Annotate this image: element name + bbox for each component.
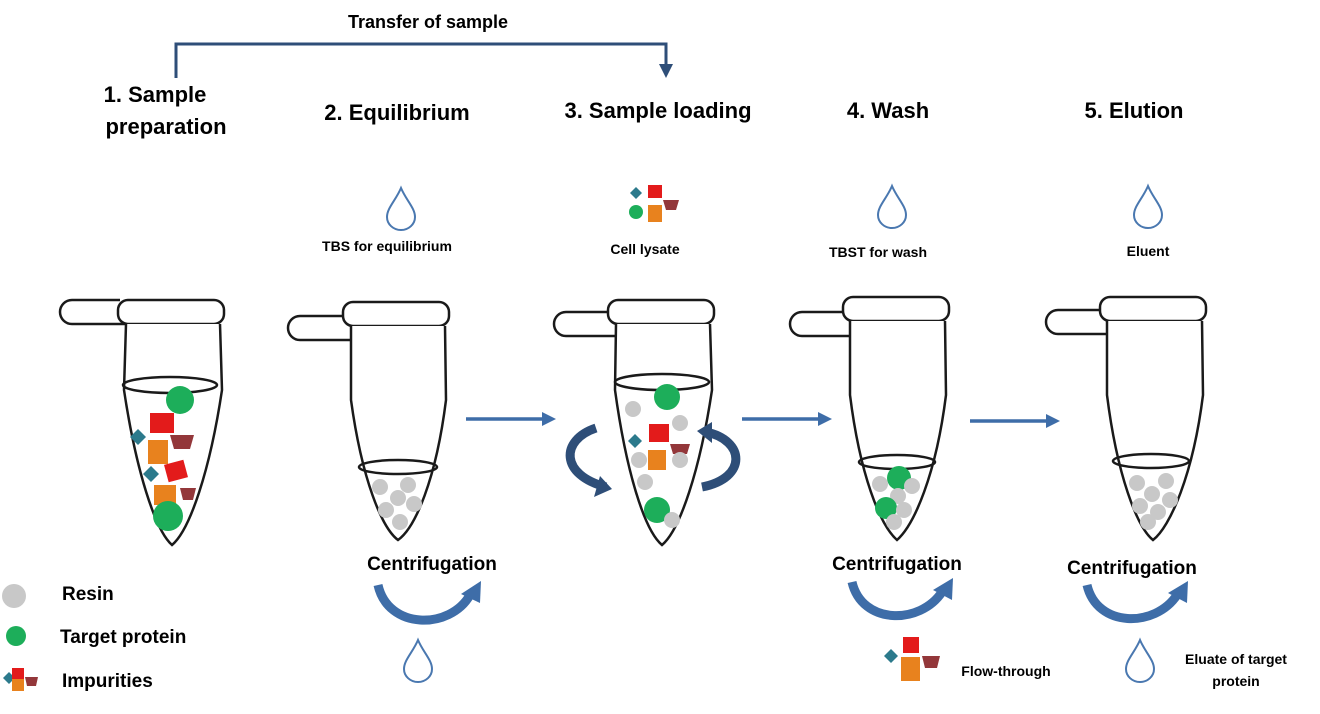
- transfer-label: Transfer of sample: [348, 12, 508, 32]
- droplet-icon: [1132, 183, 1164, 229]
- centrifugation-label-4: Centrifugation: [832, 554, 962, 575]
- transfer-arrowhead: [659, 64, 673, 78]
- tube-1: [58, 298, 226, 547]
- centrifugation-arrow-4: [847, 578, 953, 620]
- step-3-reagent: Cell lysate: [610, 241, 679, 257]
- tube-5: [1044, 295, 1208, 542]
- tube-3: [552, 298, 741, 547]
- centrifugation-arrow-5: [1082, 581, 1188, 623]
- step-3-title: 3. Sample loading: [564, 98, 751, 123]
- droplet-icon: [1124, 637, 1156, 683]
- tube-4: [788, 295, 951, 542]
- centrifugation-label-5: Centrifugation: [1067, 558, 1197, 579]
- legend-target-swatch: [6, 626, 26, 646]
- droplet-icon: [402, 637, 434, 683]
- step-5-title: 5. Elution: [1085, 98, 1184, 123]
- legend-target-label: Target protein: [60, 627, 186, 648]
- centrifugation-label-2: Centrifugation: [367, 554, 497, 575]
- droplet-icon: [876, 183, 908, 229]
- step-4-title: 4. Wash: [847, 98, 929, 123]
- transfer-bracket: Transfer of sample: [174, 12, 673, 78]
- centrifugation-arrow-2: [373, 581, 481, 625]
- flow-through-icon: [884, 637, 940, 681]
- legend-resin-label: Resin: [62, 584, 114, 605]
- step-2-title: 2. Equilibrium: [324, 100, 469, 125]
- eluate-label-line-2: protein: [1212, 673, 1259, 689]
- eluate-label-line-1: Eluate of target: [1185, 651, 1287, 667]
- legend-impurities-label: Impurities: [62, 671, 153, 692]
- droplet-icon: [385, 185, 417, 231]
- legend-impurities-swatch: [3, 668, 38, 691]
- tube-2: [286, 300, 451, 542]
- step-4-reagent: TBST for wash: [829, 244, 927, 260]
- flow-through-label: Flow-through: [961, 663, 1050, 679]
- step-5-reagent: Eluent: [1127, 243, 1170, 259]
- step-2-reagent: TBS for equilibrium: [322, 238, 452, 254]
- lysate-icon: [629, 185, 679, 222]
- legend: Resin Target protein Impurities: [2, 584, 186, 692]
- step-1-title-line-1: 1. Sample: [104, 82, 207, 107]
- step-1-title-line-2: preparation: [105, 114, 226, 139]
- legend-resin-swatch: [2, 584, 26, 608]
